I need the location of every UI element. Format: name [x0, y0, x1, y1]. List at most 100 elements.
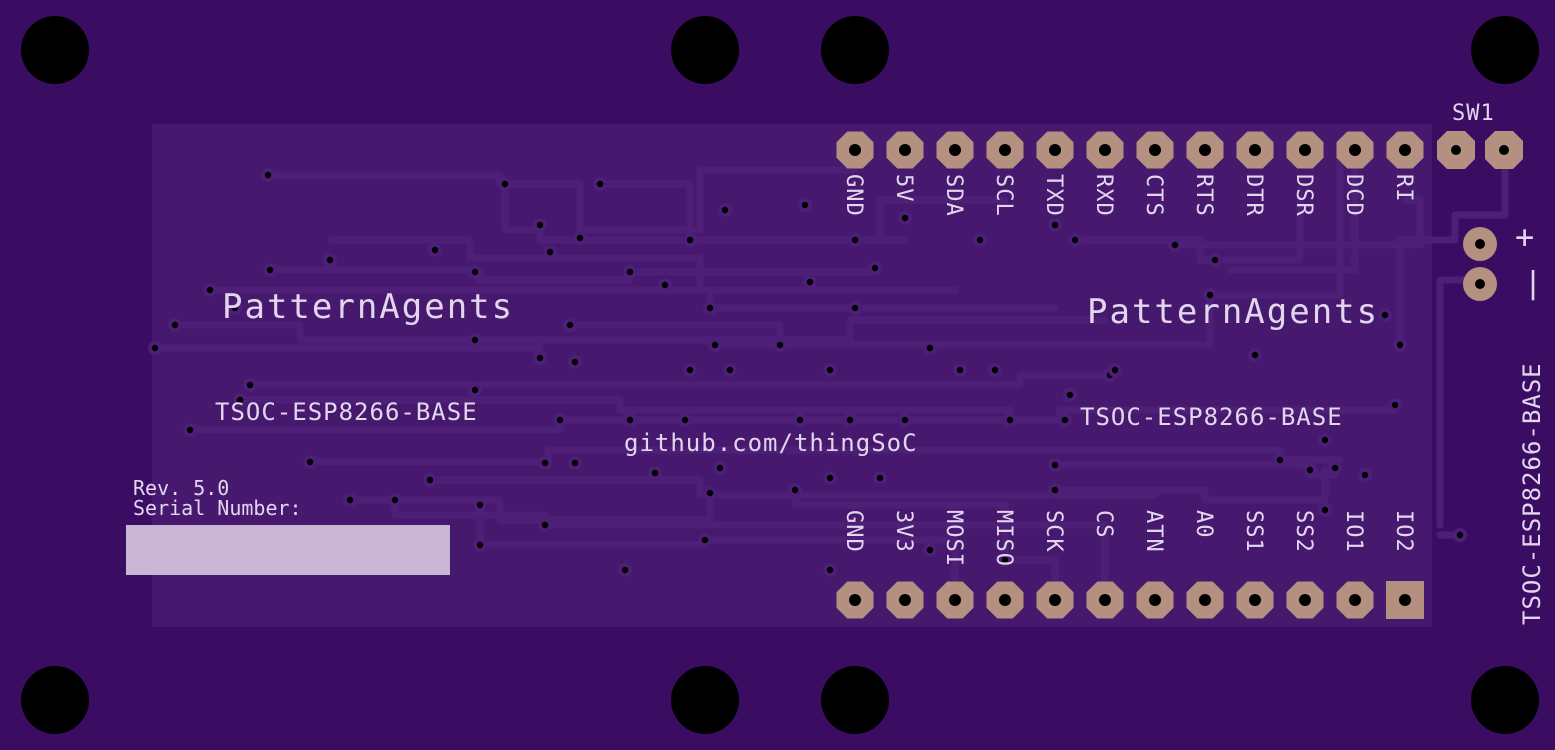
- via-hole: [246, 381, 254, 389]
- via-hole: [726, 366, 734, 374]
- bottom-pin-label: SCK: [1041, 510, 1066, 553]
- via-hole: [571, 459, 579, 467]
- via-hole: [326, 256, 334, 264]
- via-hole: [991, 366, 999, 374]
- pad-hole: [949, 144, 961, 156]
- pad-hole: [1299, 144, 1311, 156]
- via-hole: [546, 248, 554, 256]
- header-pads: [836, 131, 1424, 619]
- power-pad-minus-hole: [1475, 279, 1485, 289]
- pad-hole: [949, 594, 961, 606]
- bottom-pin-label: SS2: [1291, 510, 1316, 553]
- pad-hole: [899, 144, 911, 156]
- power-minus-label: |: [1524, 266, 1542, 301]
- pad-hole: [1399, 144, 1411, 156]
- via-hole: [871, 264, 879, 272]
- top-pin-label: SCL: [991, 174, 1016, 217]
- via-hole: [976, 236, 984, 244]
- via-hole: [851, 236, 859, 244]
- via-hole: [1061, 416, 1069, 424]
- via-hole: [151, 344, 159, 352]
- bottom-pin-label: ATN: [1141, 510, 1166, 553]
- top-pin-label: 5V: [891, 174, 916, 203]
- via-hole: [626, 416, 634, 424]
- via-hole: [716, 464, 724, 472]
- via-hole: [801, 201, 809, 209]
- via-hole: [1306, 466, 1314, 474]
- bottom-pin-label: MISO: [991, 510, 1016, 567]
- pad-hole: [1299, 594, 1311, 606]
- via-hole: [826, 474, 834, 482]
- via-hole: [1111, 366, 1119, 374]
- bottom-pin-label: A0: [1191, 510, 1216, 539]
- mounting-hole: [1471, 666, 1539, 734]
- via-hole: [846, 416, 854, 424]
- top-pin-label: SDA: [941, 174, 966, 217]
- bottom-pin-label: IO2: [1391, 510, 1416, 553]
- via-hole: [1396, 341, 1404, 349]
- via-hole: [851, 304, 859, 312]
- via-hole: [926, 546, 934, 554]
- via-hole: [1071, 236, 1079, 244]
- pad-hole: [899, 594, 911, 606]
- via-hole: [476, 501, 484, 509]
- brand-left: PatternAgents: [222, 287, 514, 327]
- via-hole: [626, 268, 634, 276]
- via-hole: [231, 304, 239, 312]
- via-hole: [431, 246, 439, 254]
- via-hole: [1001, 556, 1009, 564]
- via-hole: [826, 566, 834, 574]
- via-hole: [471, 336, 479, 344]
- via-hole: [536, 354, 544, 362]
- mounting-hole: [671, 16, 739, 84]
- via-hole: [596, 180, 604, 188]
- via-hole: [1051, 486, 1059, 494]
- via-hole: [686, 366, 694, 374]
- via-hole: [1391, 401, 1399, 409]
- via-hole: [1206, 291, 1214, 299]
- via-hole: [1006, 416, 1014, 424]
- bottom-pin-label: CS: [1091, 510, 1116, 539]
- pad-hole: [1199, 594, 1211, 606]
- pad-hole: [1099, 144, 1111, 156]
- revision-label: Rev. 5.0: [133, 476, 229, 500]
- via-hole: [826, 366, 834, 374]
- via-hole: [1051, 461, 1059, 469]
- bottom-pin-label: GND: [841, 510, 866, 553]
- top-pin-label: GND: [841, 174, 866, 217]
- model-left: TSOC-ESP8266-BASE: [215, 398, 478, 426]
- pad-hole: [1349, 594, 1361, 606]
- via-hole: [776, 341, 784, 349]
- pad-hole: [849, 594, 861, 606]
- serial-number-box: [126, 525, 450, 575]
- sw1-pad-2-hole: [1499, 145, 1509, 155]
- mounting-hole: [1471, 16, 1539, 84]
- top-pin-label: DCD: [1341, 174, 1366, 217]
- via-hole: [536, 221, 544, 229]
- top-pin-label: RI: [1391, 174, 1416, 203]
- via-hole: [876, 474, 884, 482]
- bottom-pin-label: SS1: [1241, 510, 1266, 553]
- via-hole: [956, 366, 964, 374]
- pad-hole: [999, 144, 1011, 156]
- via-hole: [711, 341, 719, 349]
- bottom-pin-label: MOSI: [941, 510, 966, 567]
- pad-hole: [1149, 144, 1161, 156]
- power-plus-label: +: [1515, 218, 1534, 256]
- via-hole: [796, 416, 804, 424]
- top-pin-label: DTR: [1241, 174, 1266, 217]
- pad-hole: [1249, 144, 1261, 156]
- via-hole: [471, 386, 479, 394]
- mounting-hole: [821, 16, 889, 84]
- via-hole: [236, 396, 244, 404]
- via-hole: [1251, 351, 1259, 359]
- vias: [148, 168, 1467, 577]
- switch-sw1: SW1: [1437, 101, 1523, 169]
- pad-hole: [1149, 594, 1161, 606]
- via-hole: [171, 321, 179, 329]
- via-hole: [264, 171, 272, 179]
- power-connector: + |: [1463, 218, 1542, 301]
- pad-hole: [999, 594, 1011, 606]
- via-hole: [346, 496, 354, 504]
